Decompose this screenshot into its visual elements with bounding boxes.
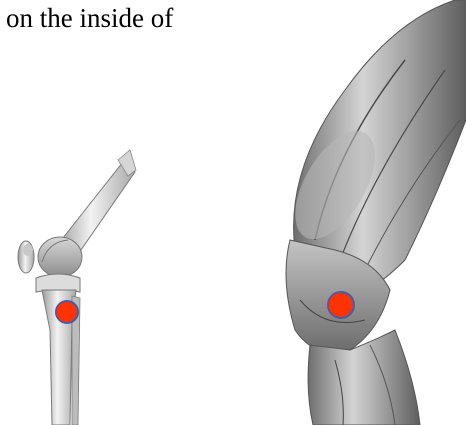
muscular-knee-illustration: [255, 0, 466, 425]
skeletal-knee-illustration: [0, 120, 150, 425]
caption-text: on the inside of: [6, 0, 192, 38]
marker-dot: [56, 301, 78, 323]
marker-dot: [328, 292, 354, 318]
